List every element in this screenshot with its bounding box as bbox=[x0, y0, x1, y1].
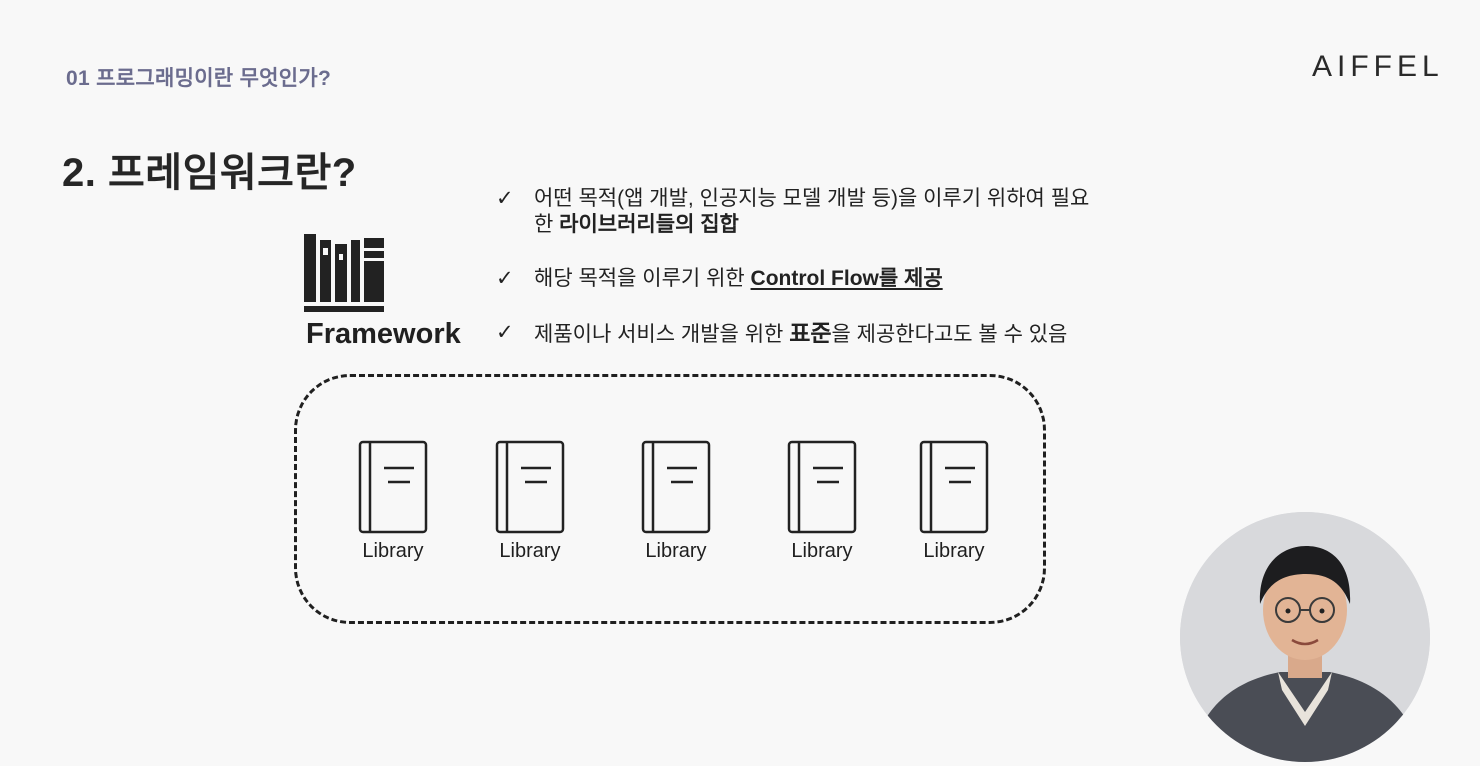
bullet-text: 해당 목적을 이루기 위한 Control Flow를 제공 bbox=[534, 266, 1174, 292]
bookshelf-icon bbox=[304, 234, 386, 319]
library-label: Library bbox=[645, 540, 707, 562]
presenter-image bbox=[1180, 512, 1430, 762]
book-icon bbox=[919, 440, 989, 534]
library-item: Library bbox=[777, 440, 867, 563]
library-label: Library bbox=[362, 540, 424, 562]
library-label: Library bbox=[499, 540, 561, 562]
bullet-text: 어떤 목적(앱 개발, 인공지능 모델 개발 등)을 이루기 위하여 필요 한 … bbox=[534, 186, 1174, 238]
library-item: Library bbox=[348, 440, 438, 563]
bullet-line: 어떤 목적(앱 개발, 인공지능 모델 개발 등)을 이루기 위하여 필요 bbox=[534, 187, 1090, 210]
framework-label: Framework bbox=[306, 318, 461, 350]
section-label: 01 프로그래밍이란 무엇인가? bbox=[66, 67, 332, 90]
library-item: Library bbox=[631, 440, 721, 563]
book-icon bbox=[787, 440, 857, 534]
check-icon: ✓ bbox=[496, 321, 514, 344]
library-item: Library bbox=[485, 440, 575, 563]
library-label: Library bbox=[791, 540, 853, 562]
bullet-text-bold: 라이브러리들의 집합 bbox=[559, 213, 739, 236]
check-icon: ✓ bbox=[496, 187, 514, 210]
bullet-text-bold: 표준 bbox=[789, 320, 832, 346]
bullet-text-underlined: Control Flow를 제공 bbox=[750, 267, 943, 290]
library-item: Library bbox=[909, 440, 999, 563]
bullet-text: 제품이나 서비스 개발을 위한 표준을 제공한다고도 볼 수 있음 bbox=[534, 320, 1174, 348]
check-icon: ✓ bbox=[496, 267, 514, 290]
bullet-line: 한 라이브러리들의 집합 bbox=[534, 212, 1174, 238]
framework-container bbox=[294, 374, 1046, 624]
slide-title: 2. 프레임워크란? bbox=[62, 151, 357, 195]
presenter-video bbox=[1180, 512, 1430, 762]
bullet-text-plain: 해당 목적을 이루기 위한 bbox=[534, 267, 751, 290]
bullet-text-plain: 제품이나 서비스 개발을 위한 bbox=[534, 323, 790, 346]
aiffel-logo: AIFFEL bbox=[1312, 50, 1444, 83]
book-icon bbox=[641, 440, 711, 534]
bullet-text-plain: 을 제공한다고도 볼 수 있음 bbox=[831, 323, 1068, 346]
book-icon bbox=[358, 440, 428, 534]
book-icon bbox=[495, 440, 565, 534]
library-label: Library bbox=[923, 540, 985, 562]
bullet-text-plain: 한 bbox=[534, 213, 560, 236]
